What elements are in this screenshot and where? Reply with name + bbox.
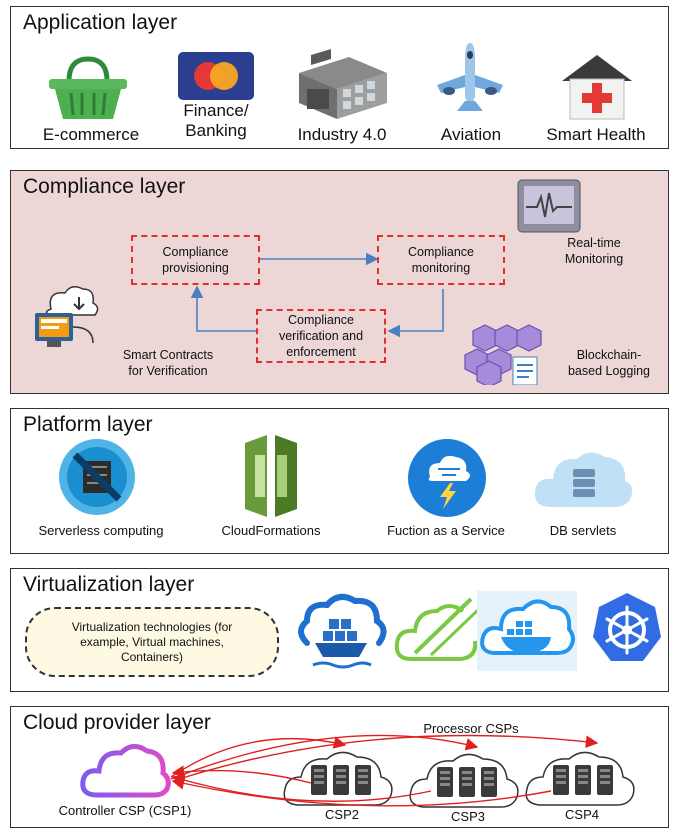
virtualization-layer: Virtualization layer Virtualization tech…: [10, 568, 669, 692]
compliance-provisioning-box: Compliance provisioning: [131, 235, 260, 285]
compliance-provisioning-label: Compliance provisioning: [162, 245, 229, 275]
monitor-icon: [517, 179, 581, 233]
application-layer: Application layer E-commerce Finance/ Ba…: [10, 6, 669, 149]
cloudformation-icon: [245, 435, 297, 517]
compliance-monitoring-label: Compliance monitoring: [407, 245, 474, 275]
serverless-icon: [59, 439, 135, 515]
app-item-ecommerce: E-commerce: [42, 125, 140, 144]
blockchain-icon: [464, 324, 542, 385]
app-item-industry: Industry 4.0: [297, 125, 387, 144]
compliance-verification-label: Compliance verification and enforcement: [278, 313, 364, 359]
app-item-smart-health: Smart Health: [546, 125, 646, 144]
app-item-aviation: Aviation: [440, 125, 502, 144]
virtualization-layer-title: Virtualization layer: [23, 573, 195, 596]
platform-layer: Platform layer Serverless computing Clou…: [10, 408, 669, 554]
platform-item-serverless: Serverless computing: [38, 523, 164, 538]
virtualization-description: Virtualization technologies (for example…: [71, 619, 233, 664]
csp4-cloud: [525, 751, 635, 806]
platform-item-cloudformations: CloudFormations: [221, 523, 321, 538]
compliance-flow-arrows: [190, 252, 444, 338]
app-item-finance: Finance/ Banking: [183, 101, 249, 140]
processor-csps-label: Processor CSPs: [423, 721, 519, 736]
compliance-monitoring-box: Compliance monitoring: [377, 235, 505, 285]
csp-clouds: [170, 734, 635, 808]
hospital-icon: [562, 55, 632, 120]
csp4-label: CSP4: [565, 807, 599, 822]
docker-icon: [477, 591, 577, 671]
green-cloud-icon: [394, 597, 481, 661]
platform-layer-title: Platform layer: [23, 413, 153, 436]
shopping-basket-icon: [49, 56, 127, 119]
smart-contracts-label: Smart Contracts for Verification: [122, 348, 214, 378]
factory-icon: [299, 49, 387, 119]
realtime-monitoring-label: Real-time Monitoring: [564, 236, 624, 266]
compliance-layer: Compliance layer Compliance provisioning…: [10, 170, 669, 394]
blockchain-logging-label: Blockchain- based Logging: [567, 348, 651, 378]
database-cloud-icon: [534, 452, 633, 507]
csp3-label: CSP3: [451, 809, 485, 824]
platform-item-faas: Fuction as a Service: [387, 523, 505, 538]
virtualization-description-box: Virtualization technologies (for example…: [25, 607, 279, 677]
platform-item-db-servlets: DB servlets: [549, 523, 617, 538]
function-service-icon: [408, 439, 486, 517]
container-ship-cloud-icon: [298, 593, 387, 669]
controller-cloud-icon: [80, 744, 171, 798]
credit-card-icon: [178, 52, 254, 100]
application-layer-title: Application layer: [23, 11, 178, 34]
csp2-label: CSP2: [325, 807, 359, 822]
compliance-verification-box: Compliance verification and enforcement: [256, 309, 386, 363]
csp-arrows: [170, 734, 599, 807]
smart-contract-icon: [35, 286, 99, 347]
airplane-icon: [437, 43, 503, 111]
csp2-cloud: [283, 751, 393, 806]
kubernetes-icon: [593, 593, 661, 661]
cloud-provider-layer: Cloud provider layer Processor CSPs Cont…: [10, 706, 669, 828]
cloud-provider-layer-title: Cloud provider layer: [23, 711, 211, 734]
compliance-layer-title: Compliance layer: [23, 175, 186, 198]
controller-csp-label: Controller CSP (CSP1): [58, 803, 192, 818]
